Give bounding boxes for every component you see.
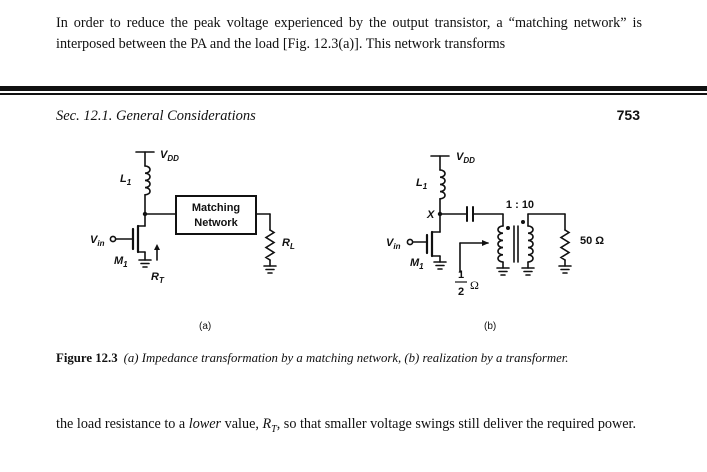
ohm-symbol-b: Ω — [470, 278, 479, 292]
figure-12-3: VDD L1 Matching Network Vin M1 RT RL (a)… — [90, 149, 604, 332]
rl-label-a: RL — [282, 237, 295, 251]
matching-label-line2: Network — [194, 217, 238, 229]
load-label-b: 50 Ω — [580, 235, 604, 247]
resistor-50ohm — [559, 229, 571, 261]
ratio-label: 1 : 10 — [506, 199, 534, 211]
transistor-label-a: M1 — [114, 255, 128, 269]
inductor-l1-b — [439, 169, 446, 200]
rt-label-a: RT — [151, 271, 165, 285]
body-paragraph-top: In order to reduce the peak voltage expe… — [56, 15, 642, 52]
figure-caption-label: Figure 12.3 — [56, 351, 118, 365]
body-paragraph-bottom: the load resistance to a lower value, RT… — [56, 416, 637, 435]
page-divider-thick — [0, 86, 707, 91]
transistor-label-b: M1 — [410, 257, 424, 271]
page-divider-thin — [0, 93, 707, 95]
vdd-label-a: VDD — [160, 149, 179, 163]
vin-label-b: Vin — [386, 237, 401, 251]
circuit-a — [109, 151, 277, 274]
page-number: 753 — [616, 107, 640, 123]
dot-secondary — [521, 220, 525, 224]
circuit-b — [406, 155, 572, 276]
node-label-x: X — [426, 209, 435, 221]
node-dot-x — [437, 211, 443, 217]
figure-caption: Figure 12.3 (a) Impedance transformation … — [56, 351, 656, 366]
vin-label-a: Vin — [90, 234, 105, 248]
transformer-primary — [497, 225, 504, 263]
frac-denominator: 2 — [458, 286, 464, 298]
matching-network-box — [175, 195, 257, 235]
resistor-rl — [264, 229, 276, 261]
inductor-label-b: L1 — [416, 177, 428, 191]
transformer-secondary — [527, 225, 534, 263]
matching-label-line1: Matching — [192, 202, 240, 214]
inductor-l1-a — [144, 165, 151, 196]
sublabel-b: (b) — [484, 321, 496, 332]
inductor-label-a: L1 — [120, 173, 132, 187]
sublabel-a: (a) — [199, 321, 211, 332]
frac-numerator: 1 — [458, 269, 464, 281]
vdd-label-b: VDD — [456, 151, 475, 165]
dot-primary — [506, 226, 510, 230]
node-dot-a — [142, 211, 148, 217]
figure-caption-text: (a) Impedance transformation by a matchi… — [123, 351, 569, 365]
section-header: Sec. 12.1. General Considerations — [56, 108, 256, 124]
